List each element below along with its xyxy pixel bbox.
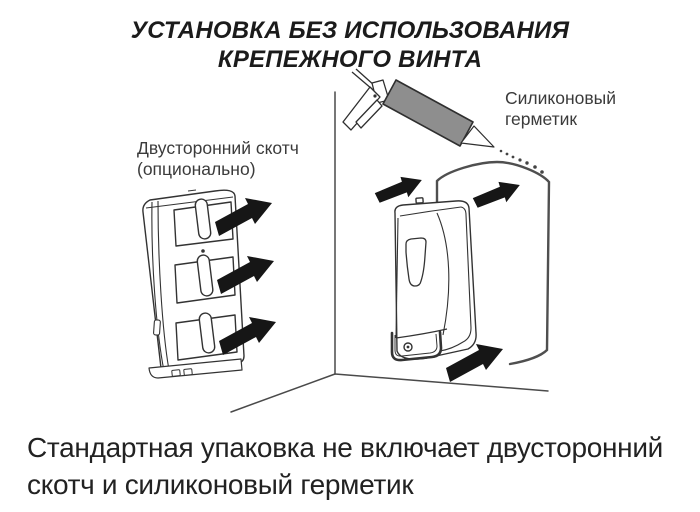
gun-nozzle	[460, 125, 495, 148]
window-slot	[405, 237, 427, 287]
top-notch	[415, 197, 424, 204]
peel-tab	[194, 198, 212, 240]
footer-note: Стандартная упаковка не включает двустор…	[27, 429, 663, 503]
gun-grip	[342, 86, 381, 131]
dispenser-front-body	[394, 200, 477, 360]
silicone-dots-icon	[499, 149, 544, 174]
wall-corner	[230, 91, 549, 413]
footer-note-line2: скотч и силиконовый герметик	[27, 469, 414, 500]
page-title: УСТАНОВКА БЕЗ ИСПОЛЬЗОВАНИЯ КРЕПЕЖНОГО В…	[0, 16, 700, 74]
screw-hole	[201, 249, 205, 253]
footer-note-line1: Стандартная упаковка не включает двустор…	[27, 432, 663, 463]
caulking-gun-icon	[342, 68, 495, 148]
peel-tab	[198, 312, 216, 354]
sealant-label: Силиконовый герметик	[505, 88, 616, 130]
sealant-label-line1: Силиконовый	[505, 88, 617, 108]
gun-cartridge	[382, 79, 474, 147]
wall-panel	[435, 160, 551, 366]
page-title-line2: КРЕПЕЖНОГО ВИНТА	[217, 46, 483, 73]
arrow-icon	[471, 180, 522, 209]
gun-trigger	[355, 99, 383, 129]
tape-label: Двусторонний скотч (опционально)	[137, 138, 299, 180]
peel-tab	[196, 254, 214, 297]
gun-pivot	[373, 94, 377, 98]
sealant-label-line2: герметик	[505, 109, 578, 129]
base-lip	[390, 330, 443, 362]
tape-label-line1: Двусторонний скотч	[137, 138, 299, 158]
dispenser-front-icon	[390, 197, 477, 362]
side-latch	[153, 319, 161, 336]
page-title-line1: УСТАНОВКА БЕЗ ИСПОЛЬЗОВАНИЯ	[130, 17, 570, 44]
tape-label-line2: (опционально)	[137, 159, 256, 179]
